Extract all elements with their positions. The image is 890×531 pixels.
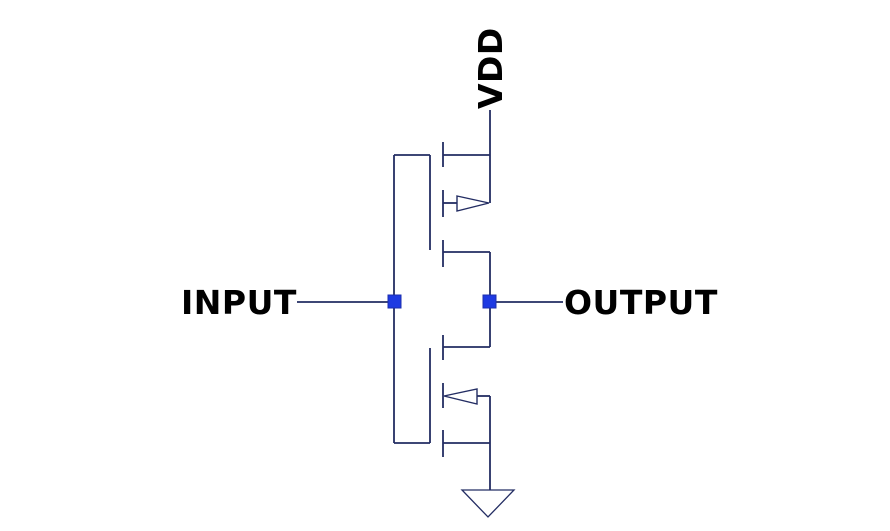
output-junction-dot	[482, 294, 497, 309]
nmos-bulk-arrow-icon	[443, 388, 478, 405]
input-label: INPUT	[181, 283, 297, 322]
nmos-transistor	[429, 335, 491, 457]
output-label: OUTPUT	[564, 283, 718, 322]
pmos-bulk-arrow-icon	[456, 195, 490, 212]
vdd-label: VDD	[471, 27, 510, 109]
pmos-transistor	[429, 142, 491, 267]
input-junction-dot	[387, 294, 402, 309]
ground-icon	[460, 489, 516, 518]
